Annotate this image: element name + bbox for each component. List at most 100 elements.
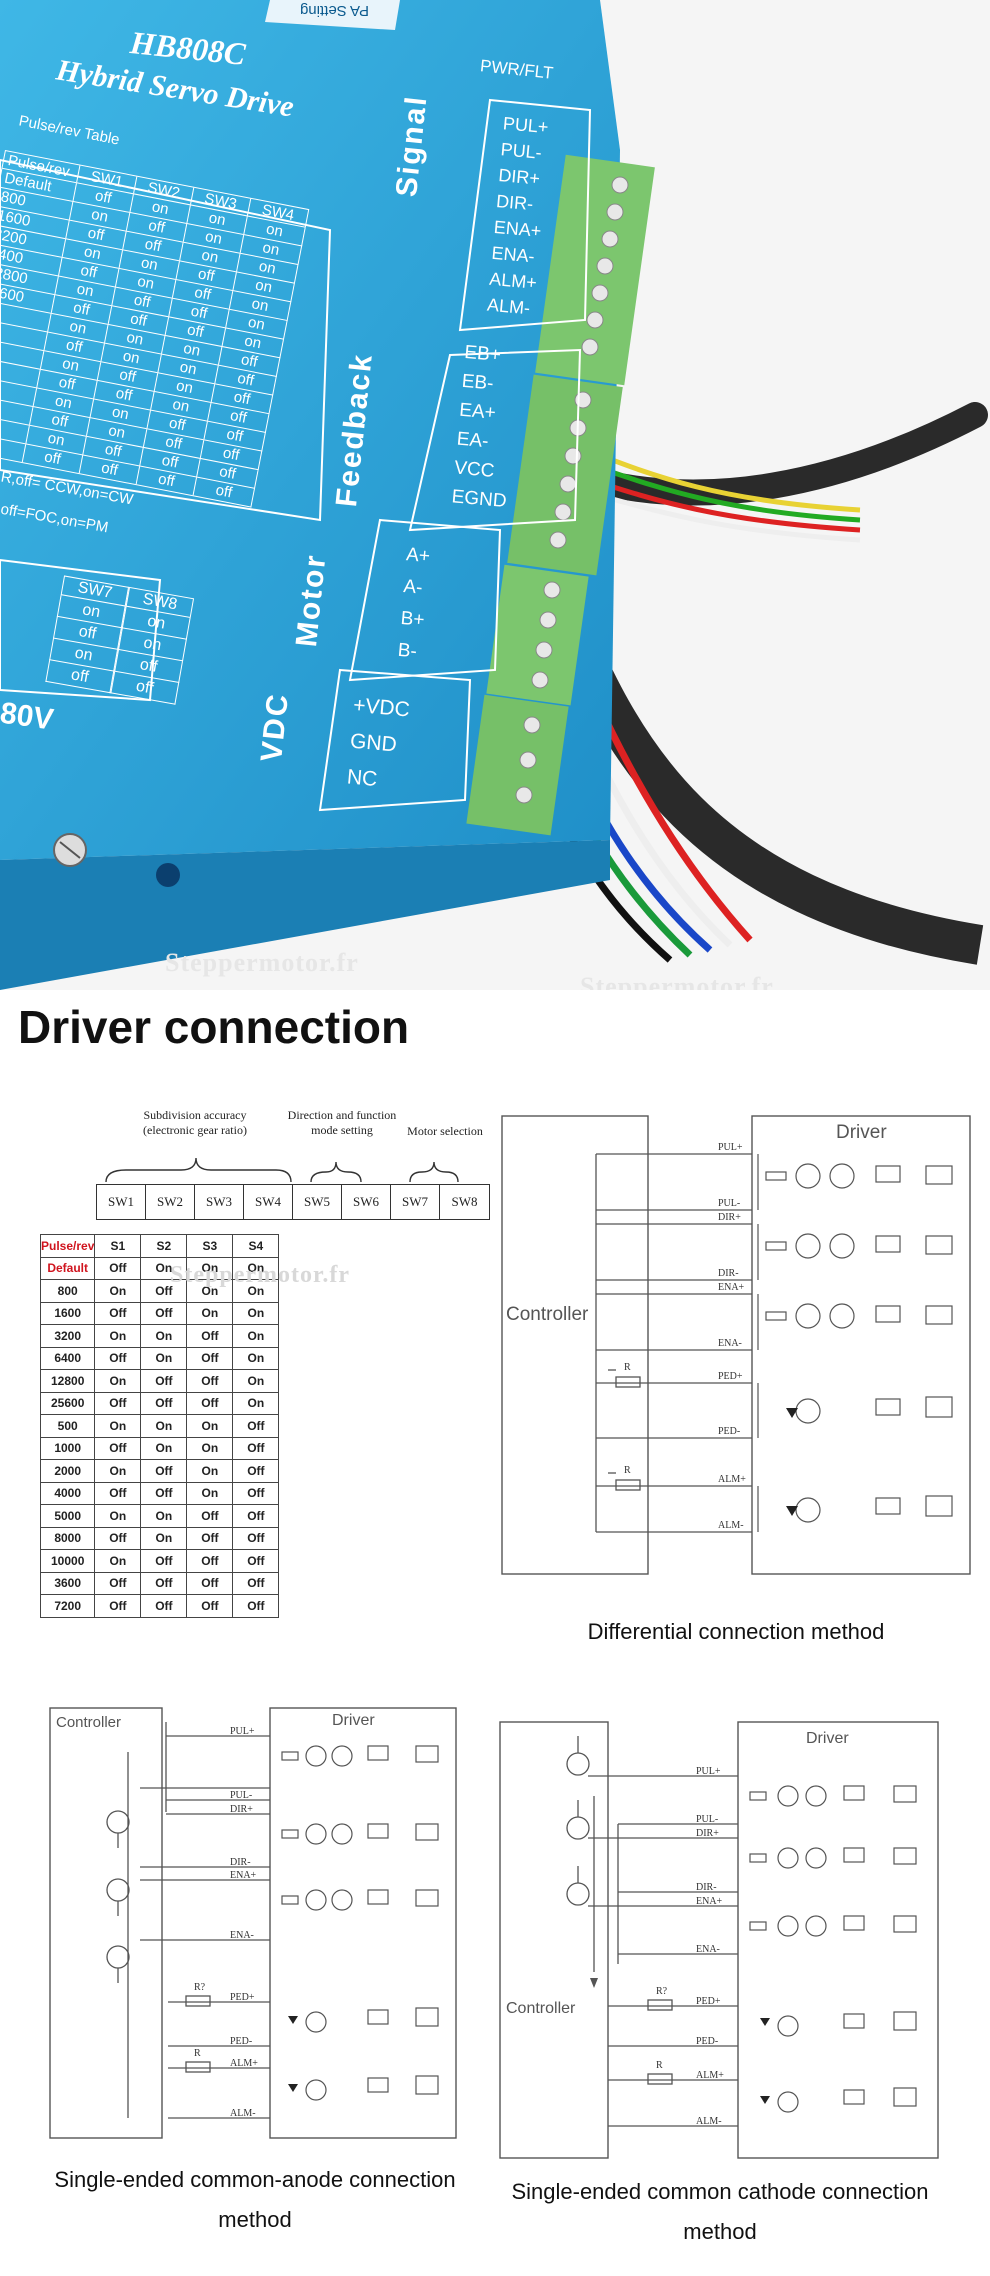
signal-label: DIR+ (230, 1804, 253, 1815)
pulse-rev-cell: 4000 (39, 1481, 96, 1505)
pulse-rev-cell: On (186, 1459, 234, 1483)
signal-pin-label: DIR- (495, 191, 534, 215)
resistor-label: R? (194, 1982, 206, 1993)
common-anode-caption: Single-ended common-anode connection met… (54, 2167, 456, 2232)
switch-label: SW4 (244, 1185, 293, 1219)
common-cathode-caption: Single-ended common cathode connection m… (511, 2179, 929, 2244)
section-heading: Driver connection (18, 1001, 410, 1053)
pulse-rev-header-cell: Pulse/rev (39, 1234, 96, 1258)
pulse-rev-cell: Off (94, 1526, 142, 1550)
pulse-rev-cell: Off (186, 1504, 234, 1528)
pulse-rev-cell: 6400 (39, 1346, 96, 1370)
signal-label: ENA- (696, 1944, 720, 1955)
product-photo: PA Setting HB808C Hybrid Servo Drive PWR… (0, 0, 990, 990)
pulse-rev-cell: On (94, 1414, 142, 1438)
controller-label: Controller (506, 1304, 589, 1325)
controller-label: Controller (506, 2000, 576, 2017)
pulse-rev-cell: On (140, 1504, 188, 1528)
pulse-rev-header-cell: S2 (140, 1234, 188, 1258)
signal-label: PUL+ (230, 1726, 255, 1737)
feedback-pin-label: EGND (450, 486, 508, 513)
pulse-rev-cell: Off (186, 1391, 234, 1415)
pulse-rev-cell: Off (186, 1549, 234, 1573)
feedback-pin-label: EA- (455, 428, 490, 453)
dip-group-label-subdivision: Subdivision accuracy (electronic gear ra… (143, 1108, 247, 1137)
signal-label: PED- (696, 2036, 719, 2047)
pulse-rev-cell: 3200 (39, 1324, 96, 1348)
pulse-rev-cell: On (94, 1549, 142, 1573)
resistor-label: R (624, 1362, 631, 1373)
pulse-rev-cell: 1600 (39, 1301, 96, 1325)
pulse-rev-cell: On (186, 1436, 234, 1460)
signal-pin-label: ALM- (486, 294, 531, 319)
pulse-rev-cell: On (140, 1414, 188, 1438)
power-pin-label: GND (349, 729, 398, 757)
pulse-rev-cell: Off (94, 1391, 142, 1415)
pulse-rev-cell: 800 (39, 1279, 96, 1303)
pulse-rev-cell: Off (140, 1594, 188, 1618)
signal-label: PUL- (718, 1198, 741, 1209)
differential-circuit (501, 1115, 971, 1575)
pulse-rev-cell: 2000 (39, 1459, 96, 1483)
signal-label: DIR+ (718, 1212, 741, 1223)
resistor-label: R? (656, 1986, 668, 1997)
pulse-rev-cell: Off (94, 1571, 142, 1595)
signal-pin-label: PUL+ (502, 113, 550, 138)
pulse-rev-cell: Off (94, 1346, 142, 1370)
pulse-rev-cell: Off (232, 1526, 280, 1550)
pulse-rev-cell: 25600 (39, 1391, 96, 1415)
switch-label: SW1 (97, 1185, 146, 1219)
pulse-rev-header-cell: S3 (186, 1234, 234, 1258)
signal-label: PED- (230, 2036, 253, 2047)
switch-label: SW6 (342, 1185, 391, 1219)
signal-label: ENA+ (718, 1282, 745, 1293)
switch-label: SW8 (451, 1194, 478, 1209)
pulse-rev-cell: On (140, 1324, 188, 1348)
pulse-rev-cell: Off (94, 1256, 142, 1280)
switch-label: SW2 (146, 1185, 195, 1219)
signal-label: DIR- (230, 1857, 251, 1868)
signal-label: PED+ (696, 1996, 721, 2007)
pulse-rev-cell: Default (39, 1256, 96, 1280)
signal-pin-label: ENA+ (493, 216, 543, 241)
signal-label: PUL- (696, 1814, 719, 1825)
watermark: Steppermotor.fr (165, 948, 359, 977)
common-anode-diagram: Controller Driver PUL+ PUL- DIR+ DIR- EN… (48, 1702, 460, 2142)
pulse-rev-cell: On (186, 1481, 234, 1505)
signal-label: ALM+ (230, 2058, 258, 2069)
signal-label: PED+ (718, 1371, 743, 1382)
pulse-rev-cell: On (140, 1436, 188, 1460)
pulse-rev-cell: 10000 (39, 1549, 96, 1573)
pulse-rev-cell: Off (140, 1571, 188, 1595)
signal-label: PUL+ (718, 1142, 743, 1153)
pulse-rev-cell: Off (94, 1436, 142, 1460)
pulse-rev-cell: On (232, 1391, 280, 1415)
pulse-rev-cell: 8000 (39, 1526, 96, 1550)
pulse-rev-cell: On (232, 1279, 280, 1303)
signal-label: ENA+ (696, 1896, 723, 1907)
resistor-label: R (194, 2048, 201, 2059)
resistor-label: R (624, 1465, 631, 1476)
signal-label: PED+ (230, 1992, 255, 2003)
pulse-rev-cell: Off (140, 1369, 188, 1393)
motor-pin-label: B+ (399, 607, 426, 631)
switch-label: SW5 (293, 1185, 342, 1219)
differential-diagram: Controller Driver PUL+ PUL- DIR+ DIR- EN… (496, 1108, 976, 1580)
signal-label: ENA- (718, 1338, 742, 1349)
pulse-rev-cell: 5000 (39, 1504, 96, 1528)
watermark: Steppermotor.fr (580, 972, 774, 990)
signal-label: ALM- (718, 1520, 744, 1531)
pulse-rev-cell: Off (232, 1571, 280, 1595)
pulse-rev-cell: On (232, 1324, 280, 1348)
differential-caption: Differential connection method (587, 1619, 885, 1644)
dip-group-label-direction: Direction and function mode setting (287, 1108, 397, 1137)
pulse-rev-cell: Off (140, 1391, 188, 1415)
